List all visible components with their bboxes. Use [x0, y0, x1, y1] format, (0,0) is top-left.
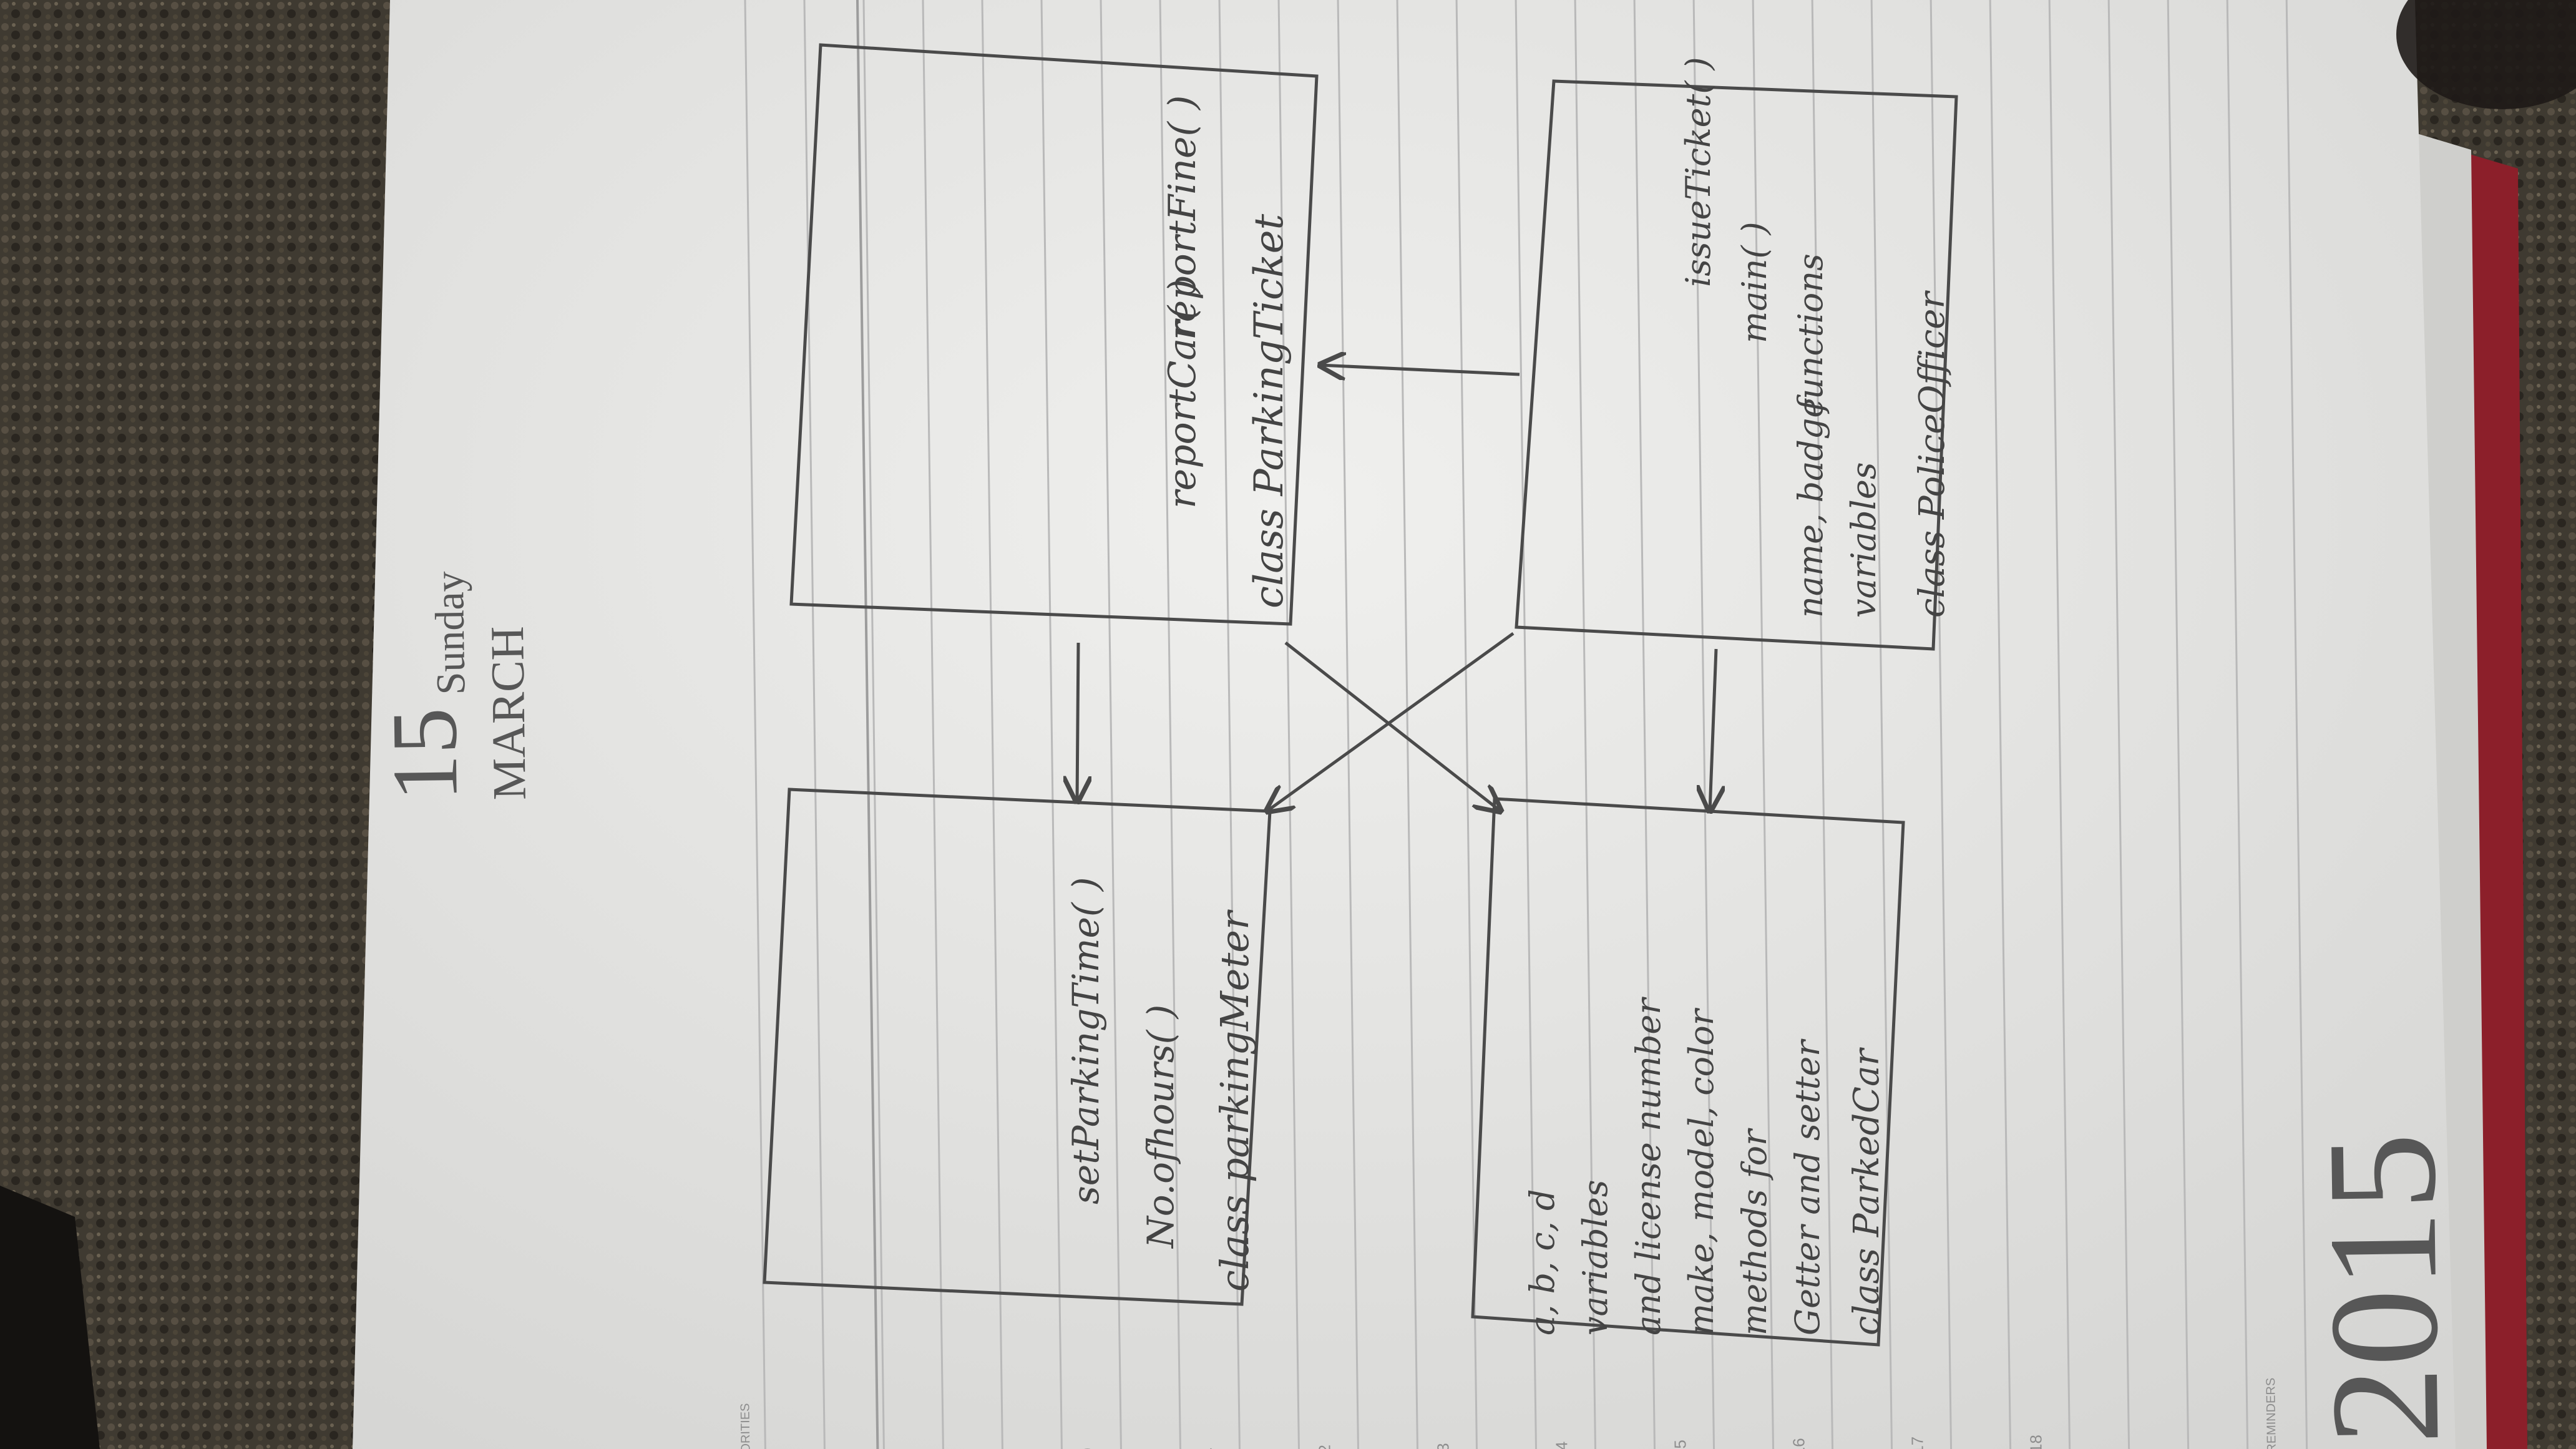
arrow-officer-to-parkedcar	[1710, 648, 1716, 811]
hour-label: 14	[1552, 1442, 1571, 1449]
member-line: main( )	[1735, 222, 1774, 343]
hour-label: 16	[1789, 1438, 1808, 1449]
class-title: class parkingMeter	[1212, 909, 1257, 1292]
member-line: functions	[1791, 253, 1830, 414]
class-title: class ParkingTicket	[1246, 213, 1292, 608]
box-police-officer	[1515, 79, 1958, 651]
day-number: 15	[373, 707, 477, 802]
month-label: MARCH	[481, 626, 536, 801]
planner-print-layer: 8 9 10 11 12 13 14 15 16 17 18 PRIORITIE…	[373, 0, 2472, 1449]
weekday-label: Sunday	[427, 571, 474, 695]
box-parked-car	[1471, 797, 1905, 1347]
arrow-officer-to-ticket	[1320, 365, 1520, 374]
method-line: reportFine( )	[1161, 95, 1204, 340]
notebook-page	[353, 0, 2456, 1449]
hour-label: 15	[1671, 1440, 1689, 1449]
method-line: reportCar( )	[1161, 279, 1204, 509]
hour-label: 11	[1196, 1447, 1215, 1449]
class-title: class ParkedCar	[1847, 1047, 1887, 1335]
member-line: issueTicket( )	[1679, 57, 1718, 287]
class-title: class PoliceOfficer	[1912, 290, 1953, 618]
hour-label: 10	[1078, 1448, 1096, 1449]
member-line: methods for	[1735, 1128, 1774, 1335]
member-line: variables	[1844, 462, 1883, 618]
arrow-officer-to-meter	[1267, 632, 1515, 811]
hour-label: 12	[1315, 1445, 1334, 1449]
box-parking-meter	[763, 788, 1272, 1306]
priorities-label: PRIORITIES	[738, 1403, 753, 1449]
member-line: variables	[1576, 1180, 1615, 1336]
header-rule	[855, 0, 880, 1449]
arrow-ticket-to-parkedcar	[1284, 642, 1501, 811]
member-line: and license number	[1629, 997, 1668, 1335]
hour-label: 17	[1908, 1437, 1926, 1449]
hour-label: 13	[1433, 1443, 1452, 1449]
member-line: name, badge	[1791, 398, 1830, 618]
method-line: No.ofhours( )	[1139, 1005, 1182, 1249]
member-line: make, model, color	[1682, 1007, 1721, 1335]
arrow-ticket-to-meter	[1077, 642, 1078, 802]
member-line: a, b, c, d	[1523, 1189, 1562, 1335]
year-watermark: 2015	[2295, 1131, 2472, 1446]
reminders-label: REMINDERS	[2264, 1378, 2279, 1449]
member-line: Getter and setter	[1788, 1038, 1827, 1335]
blurred-object	[2396, 0, 2576, 109]
box-parking-ticket	[789, 43, 1319, 626]
method-line: setParkingTime( )	[1065, 877, 1107, 1204]
ruled-lines	[743, 0, 2308, 1449]
class-diagram: class ParkingTicket reportCar( ) reportF…	[763, 43, 1958, 1347]
shadow-corner	[0, 1186, 100, 1449]
hour-label: 18	[2026, 1435, 2045, 1449]
